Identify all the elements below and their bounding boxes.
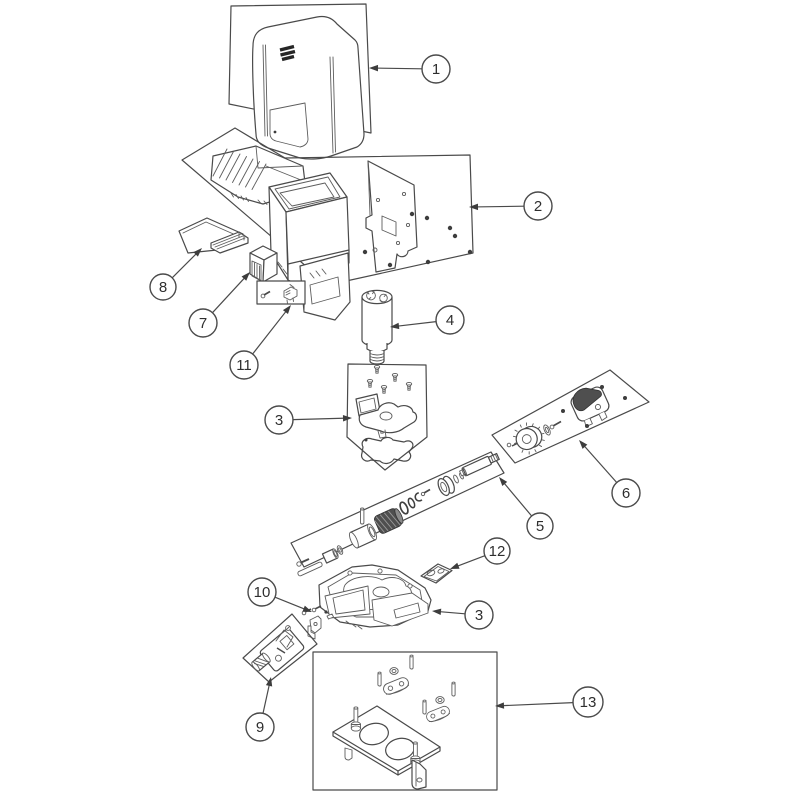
callout-10-label: 10 — [254, 584, 271, 601]
callout-6-label: 6 — [622, 485, 630, 502]
callout-6-leader-line — [581, 443, 618, 483]
callout-3b-leader-line — [436, 610, 466, 615]
callout-12-leader-line — [454, 555, 486, 568]
worm-shaft-kit — [290, 451, 505, 577]
motor — [361, 289, 393, 365]
bracket-plate — [420, 563, 453, 584]
callout-3a-arrowhead — [342, 415, 352, 422]
base-plate-kit — [312, 651, 498, 791]
gearbox-housing — [318, 564, 432, 630]
worm-gear — [374, 508, 404, 534]
cover — [252, 15, 365, 160]
bearing — [437, 475, 455, 497]
callout-11-label: 11 — [236, 357, 252, 374]
callout-2-leader-line — [473, 205, 525, 208]
callout-6-arrowhead — [579, 440, 588, 449]
dowel-pin — [360, 507, 365, 525]
callout-6-circle — [611, 478, 641, 508]
brand-logo — [279, 44, 296, 62]
callout-2-circle — [523, 191, 553, 221]
callout-8-leader-line — [171, 251, 199, 279]
callout-5-label: 5 — [536, 518, 544, 535]
callout-13: 13 — [495, 686, 604, 718]
callout-4-circle — [435, 305, 465, 335]
callout-5-circle — [526, 512, 554, 540]
callout-7-label: 7 — [199, 315, 207, 332]
callout-5: 5 — [499, 477, 554, 540]
callout-4-leader-line — [394, 321, 437, 328]
callout-9-leader-line — [262, 681, 271, 714]
callout-9: 9 — [245, 677, 275, 742]
callout-1-arrowhead — [369, 64, 379, 72]
callout-12-label: 12 — [489, 543, 506, 560]
callout-11-leader-line — [252, 308, 289, 355]
callout-10-leader-line — [274, 596, 308, 611]
callout-12-circle — [483, 537, 511, 565]
callout-13-circle — [572, 686, 604, 718]
terminal-kit — [256, 280, 306, 305]
callout-3a-leader-line — [292, 417, 348, 421]
callout-9-circle — [245, 712, 275, 742]
callout-13-label: 13 — [580, 694, 597, 711]
gear-cover-kit — [346, 363, 428, 471]
callout-7-circle — [188, 308, 218, 338]
output-gear-kit — [491, 369, 650, 464]
stud-left — [350, 706, 361, 732]
callout-4-arrowhead — [390, 322, 400, 330]
callout-10-circle — [247, 577, 277, 607]
callout-3b: 3 — [432, 600, 494, 630]
callout-3a-circle — [264, 405, 294, 435]
back-panel — [365, 160, 418, 273]
slide-plate — [178, 217, 249, 254]
callout-1: 1 — [369, 54, 451, 84]
release-barrel — [251, 652, 271, 672]
cover-boundary-box — [228, 3, 372, 134]
callout-10: 10 — [247, 577, 312, 612]
panel-screw-dots — [362, 211, 473, 268]
callout-3a-label: 3 — [275, 412, 283, 429]
callout-8-arrowhead — [193, 248, 202, 257]
callout-1-leader-line — [373, 67, 423, 70]
callout-2-label: 2 — [534, 198, 542, 215]
callout-7: 7 — [188, 272, 250, 338]
callout-8: 8 — [149, 248, 202, 301]
callout-5-leader-line — [501, 480, 533, 517]
callout-4-label: 4 — [446, 312, 454, 329]
callout-8-label: 8 — [159, 279, 167, 296]
drive-gear — [512, 422, 545, 455]
callout-5-arrowhead — [499, 477, 508, 486]
callout-2-arrowhead — [469, 203, 479, 211]
motor-bracket — [570, 386, 610, 428]
callout-11-arrowhead — [282, 305, 291, 315]
callout-6: 6 — [579, 440, 641, 508]
callout-13-leader-line — [499, 702, 574, 707]
callout-3a: 3 — [264, 405, 352, 435]
callout-12: 12 — [450, 537, 511, 569]
callout-3b-label: 3 — [475, 607, 483, 624]
output-shaft — [459, 452, 500, 477]
callout-10-arrowhead — [302, 605, 312, 612]
callout-1-label: 1 — [432, 61, 440, 78]
callout-8-circle — [149, 273, 177, 301]
callout-1-circle — [421, 54, 451, 84]
callout-3b-arrowhead — [432, 608, 442, 615]
callout-7-arrowhead — [241, 272, 250, 281]
callout-9-label: 9 — [256, 719, 264, 736]
callout-3b-circle — [464, 600, 494, 630]
callout-9-arrowhead — [265, 677, 273, 687]
callout-2: 2 — [469, 191, 553, 221]
transformer — [249, 245, 278, 283]
release-bracket-kit — [242, 613, 318, 683]
callout-7-leader-line — [212, 275, 248, 314]
callout-13-arrowhead — [495, 702, 505, 709]
callout-12-arrowhead — [450, 562, 460, 569]
callout-4: 4 — [390, 305, 465, 335]
callout-11: 11 — [229, 305, 291, 380]
callout-11-circle — [229, 350, 259, 380]
